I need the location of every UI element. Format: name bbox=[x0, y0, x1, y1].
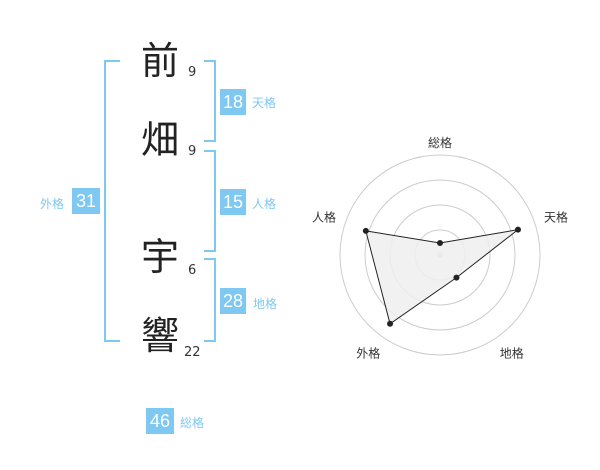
radar-axis-label: 外格 bbox=[356, 346, 380, 360]
name-character-4: 響 bbox=[140, 314, 179, 358]
tenkaku-bracket bbox=[204, 60, 216, 142]
radar-point-3 bbox=[453, 274, 460, 281]
gaikaku-bracket bbox=[104, 60, 120, 342]
radar-point-4 bbox=[387, 320, 394, 327]
chikaku-label: 地格 bbox=[253, 297, 278, 311]
chikaku-bracket bbox=[204, 258, 216, 342]
stroke-count-4: 22 bbox=[184, 345, 201, 360]
radar-point-2 bbox=[514, 226, 521, 233]
jinkaku-label: 人格 bbox=[252, 197, 277, 211]
soukaku-value-box: 46 bbox=[146, 408, 174, 434]
radar-grid-ring bbox=[339, 154, 541, 356]
name-character-3: 宇 bbox=[140, 235, 179, 279]
stroke-count-2: 9 bbox=[188, 144, 197, 159]
radar-grid-ring bbox=[364, 179, 516, 331]
gaikaku-value-box: 31 bbox=[72, 188, 100, 214]
name-character-2: 畑 bbox=[140, 118, 179, 162]
radar-axis-label: 総格 bbox=[428, 135, 452, 150]
radar-axis-label: 地格 bbox=[500, 346, 524, 360]
name-character-1: 前 bbox=[140, 39, 179, 83]
radar-axis-label: 天格 bbox=[544, 209, 568, 224]
tenkaku-label: 天格 bbox=[252, 96, 277, 110]
radar-point-1 bbox=[437, 240, 443, 246]
chikaku-value-box: 28 bbox=[220, 288, 246, 314]
tenkaku-value-box: 18 bbox=[220, 89, 246, 115]
stroke-count-3: 6 bbox=[188, 263, 197, 278]
radar-axis-label: 人格 bbox=[312, 209, 336, 224]
radar-data-polygon bbox=[365, 229, 519, 325]
soukaku-label: 総格 bbox=[180, 416, 205, 430]
jinkaku-bracket bbox=[204, 150, 216, 252]
radar-point-5 bbox=[362, 227, 369, 234]
gaikaku-label: 外格 bbox=[40, 197, 65, 211]
jinkaku-value-box: 15 bbox=[220, 189, 246, 215]
stroke-count-1: 9 bbox=[188, 65, 197, 80]
